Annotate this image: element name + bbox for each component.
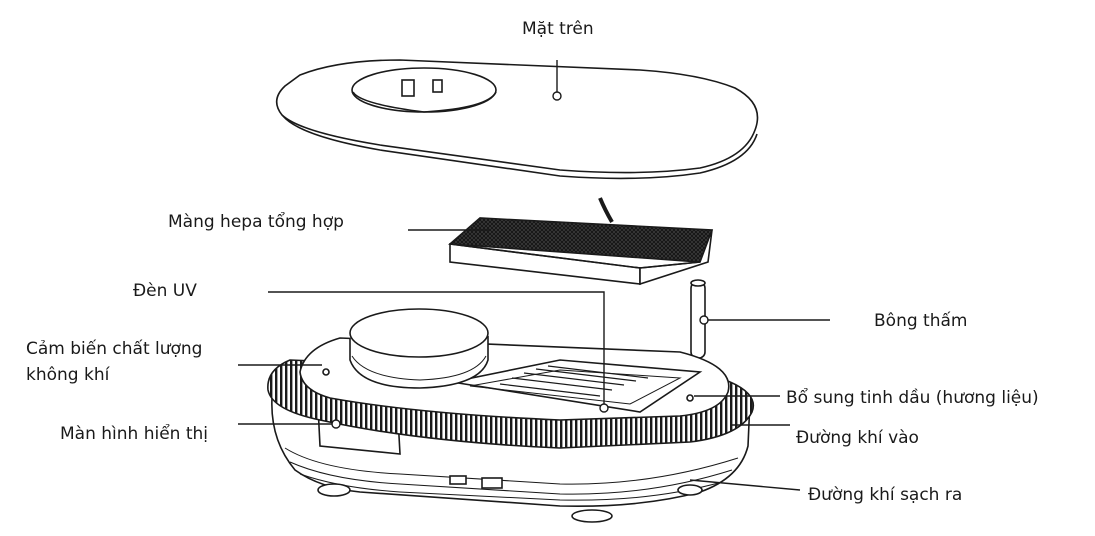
label-air-inlet: Đường khí vào	[796, 428, 919, 448]
label-absorbent-wick: Bông thấm	[874, 311, 968, 331]
label-air-sensor-line2: không khí	[26, 365, 110, 385]
base-unit	[267, 308, 755, 523]
top-cover	[275, 59, 759, 180]
display-callout	[238, 419, 341, 429]
label-top-cover: Mặt trên	[522, 19, 594, 39]
label-display-screen: Màn hình hiển thị	[60, 424, 209, 444]
uv-lamp-callout	[268, 291, 609, 413]
filter-cord	[598, 197, 614, 224]
label-air-sensor-line1: Cảm biến chất lượng	[26, 339, 203, 359]
label-essential-oil: Bổ sung tinh dầu (hương liệu)	[786, 388, 1039, 408]
absorbent-wick-callout	[699, 315, 830, 325]
label-uv-lamp: Đèn UV	[133, 281, 197, 301]
label-clean-air-outlet: Đường khí sạch ra	[808, 485, 963, 505]
hepa-filter	[448, 197, 714, 286]
top-cover-callout	[552, 60, 562, 101]
label-hepa-filter: Màng hepa tổng hợp	[168, 212, 344, 232]
clean-air-outlet-leader	[689, 479, 801, 491]
